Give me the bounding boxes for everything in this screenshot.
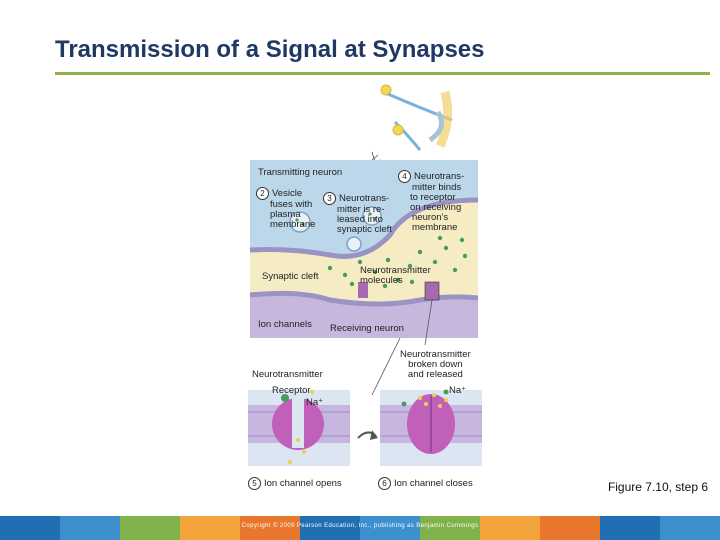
step3-line1: Neurotrans-	[339, 193, 390, 205]
label-synaptic-cleft: Synaptic cleft	[262, 271, 319, 282]
label-neurotransmitter-molecules: Neurotransmitter molecules	[360, 266, 431, 286]
figure-caption: Figure 7.10, step 6	[607, 480, 708, 494]
copyright-text: Copyright © 2009 Pearson Education, Inc.…	[241, 523, 479, 529]
step2-line2: fuses with	[270, 199, 313, 210]
footer-stripe	[480, 516, 540, 540]
step4-line2: mitter binds	[412, 182, 462, 193]
step3-line3: leased into	[337, 214, 383, 225]
step4-line4: on receiving	[410, 202, 462, 213]
label-receptor: Receptor	[272, 385, 311, 396]
step4-line3: to receptor	[410, 192, 456, 203]
label-neurotransmitter: Neurotransmitter	[252, 369, 323, 380]
step4-line6: membrane	[412, 222, 458, 233]
nt-molecules-line1: Neurotransmitter	[360, 265, 431, 276]
nt-molecules-line2: molecules	[360, 275, 403, 286]
footer-stripe	[120, 516, 180, 540]
label-na-right: Na⁺	[449, 385, 467, 396]
step2-line3: plasma	[270, 209, 301, 220]
footer-stripe	[660, 516, 720, 540]
footer-stripe	[300, 516, 360, 540]
footer-stripe	[360, 516, 420, 540]
step4-line1: Neurotrans-	[414, 171, 465, 183]
footer-stripe	[0, 516, 60, 540]
label-transmitting-neuron: Transmitting neuron	[258, 167, 343, 178]
slide-title: Transmission of a Signal at Synapses	[55, 36, 485, 63]
footer-stripe	[600, 516, 660, 540]
footer-stripe	[540, 516, 600, 540]
footer-stripe	[60, 516, 120, 540]
label-na-left: Na⁺	[306, 397, 324, 408]
footer-stripe	[240, 516, 300, 540]
step3-line2: mitter is re-	[337, 204, 385, 215]
label-broken-down: Neurotransmitter broken down and release…	[400, 350, 471, 380]
title-rule	[55, 72, 710, 75]
broken-down-line2: broken down	[408, 359, 463, 370]
overview-inset	[371, 80, 475, 163]
footer-bar	[0, 516, 720, 540]
step2-line4: membrane	[270, 219, 316, 230]
broken-down-line3: and released	[407, 369, 463, 380]
label-ion-channels: Ion channels	[258, 319, 312, 330]
step6-number: 6	[378, 477, 391, 490]
broken-down-line1: Neurotransmitter	[400, 349, 471, 360]
step2-line1: Vesicle	[272, 188, 303, 200]
step6-text: Ion channel closes	[394, 478, 473, 490]
label-receiving-neuron: Receiving neuron	[330, 323, 404, 334]
footer-stripe	[180, 516, 240, 540]
step5-number: 5	[248, 477, 261, 490]
step4-line5: neuron's	[412, 212, 449, 223]
step3-line4: synaptic cleft	[337, 224, 392, 235]
footer-stripe	[420, 516, 480, 540]
step5-text: Ion channel opens	[264, 478, 342, 490]
